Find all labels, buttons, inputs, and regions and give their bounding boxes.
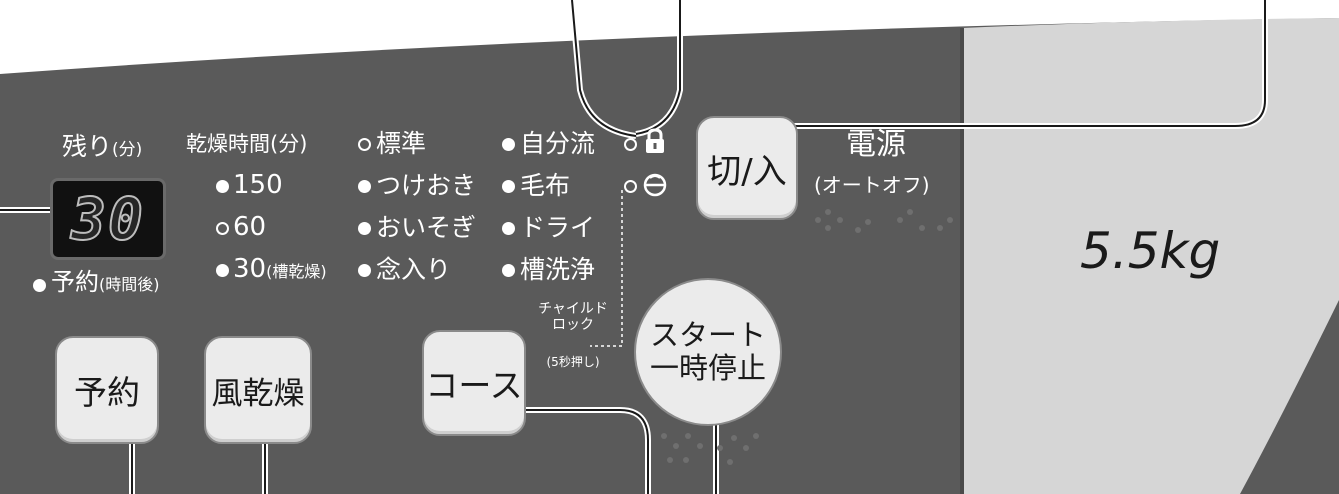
dry-time-label: 乾燥時間(分) (186, 132, 308, 156)
course-quick-indicator (358, 222, 371, 235)
dry-150-indicator (216, 180, 229, 193)
course-button[interactable]: コース (422, 330, 526, 436)
course-standard-indicator (358, 138, 371, 151)
dry-30-indicator (216, 264, 229, 277)
course-tub-clean-indicator (502, 264, 515, 277)
lock-icon (646, 128, 664, 153)
course-dry-indicator (502, 222, 515, 235)
air-dry-button[interactable]: 風乾燥 (204, 336, 312, 444)
dry-150-label: 150 (233, 170, 283, 200)
reserve-indicator (33, 279, 46, 292)
child-lock-label-1: チャイルド (538, 301, 608, 317)
course-thorough-label: 念入り (376, 255, 452, 284)
dry-30-label: 30(槽乾燥) (233, 254, 327, 284)
course-thorough-indicator (358, 264, 371, 277)
course-quick-label: おいそぎ (376, 213, 477, 242)
course-tub-clean-label: 槽洗浄 (520, 255, 596, 284)
child-lock-note: (5秒押し) (546, 355, 600, 369)
start-pause-button[interactable]: スタート 一時停止 (634, 278, 782, 426)
course-standard-label: 標準 (376, 129, 427, 158)
power-sub-label: (オートオフ) (814, 173, 930, 197)
remaining-time-display: 30 (50, 178, 166, 260)
power-button[interactable]: 切/入 (696, 116, 798, 220)
course-dry-label: ドライ (520, 213, 596, 242)
reserve-button[interactable]: 予約 (55, 336, 159, 444)
dry-60-label: 60 (233, 212, 267, 242)
course-soak-indicator (358, 180, 371, 193)
start-label: スタート (649, 317, 766, 352)
course-soak-label: つけおき (376, 171, 477, 200)
dry-60-indicator (216, 222, 229, 235)
reserve-label: 予約(時間後) (51, 268, 160, 296)
child-face-indicator (624, 180, 637, 193)
lock-indicator (624, 138, 637, 151)
child-face-icon (643, 173, 667, 197)
child-lock-label-2: ロック (552, 317, 594, 333)
course-blanket-label: 毛布 (520, 171, 571, 200)
power-label: 電源 (846, 127, 906, 162)
course-custom-label: 自分流 (520, 129, 596, 158)
capacity-label: 5.5kg (1080, 222, 1221, 280)
course-custom-indicator (502, 138, 515, 151)
course-blanket-indicator (502, 180, 515, 193)
pause-label: 一時停止 (649, 351, 766, 385)
remaining-label: 残り(分) (62, 132, 143, 161)
